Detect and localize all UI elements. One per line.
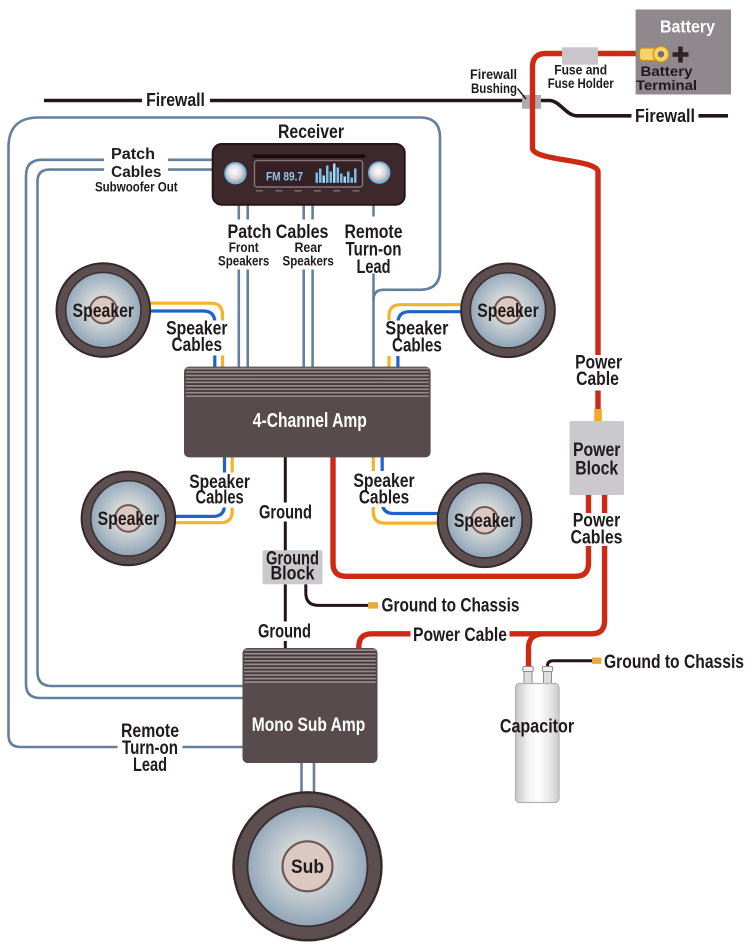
svg-text:Turn-on: Turn-on bbox=[122, 738, 178, 759]
svg-text:Speaker: Speaker bbox=[98, 509, 160, 530]
svg-text:Cables: Cables bbox=[172, 335, 223, 356]
svg-text:Firewall: Firewall bbox=[635, 106, 695, 126]
svg-text:Power: Power bbox=[573, 511, 621, 532]
svg-text:4-Channel Amp: 4-Channel Amp bbox=[253, 410, 367, 432]
svg-text:Ground to Chassis: Ground to Chassis bbox=[604, 652, 744, 673]
svg-text:Power: Power bbox=[575, 353, 622, 374]
svg-text:Cables: Cables bbox=[359, 488, 409, 509]
svg-text:Speaker: Speaker bbox=[477, 301, 539, 322]
svg-text:Cables: Cables bbox=[111, 164, 161, 181]
svg-text:Cable: Cable bbox=[576, 369, 619, 390]
svg-text:Fuse and: Fuse and bbox=[554, 61, 607, 77]
svg-text:Rear: Rear bbox=[294, 239, 322, 255]
svg-text:Turn-on: Turn-on bbox=[346, 240, 402, 261]
svg-text:Capacitor: Capacitor bbox=[500, 717, 575, 738]
svg-text:Front: Front bbox=[229, 239, 259, 255]
svg-text:Bushing: Bushing bbox=[471, 80, 517, 96]
svg-text:Power: Power bbox=[573, 440, 621, 461]
svg-text:Ground: Ground bbox=[258, 622, 311, 643]
svg-text:Speaker: Speaker bbox=[189, 472, 250, 493]
svg-text:Terminal: Terminal bbox=[636, 77, 697, 93]
svg-text:Speaker: Speaker bbox=[73, 301, 135, 322]
svg-text:Lead: Lead bbox=[357, 257, 391, 278]
svg-text:Speaker: Speaker bbox=[353, 471, 415, 492]
svg-text:Block: Block bbox=[575, 458, 618, 479]
svg-text:Battery: Battery bbox=[641, 63, 693, 79]
svg-text:Block: Block bbox=[271, 564, 315, 585]
svg-text:Speakers: Speakers bbox=[218, 252, 269, 268]
svg-text:Firewall: Firewall bbox=[146, 90, 205, 110]
svg-text:Cables: Cables bbox=[196, 488, 244, 509]
svg-text:Cables: Cables bbox=[571, 527, 623, 548]
svg-text:Patch: Patch bbox=[111, 146, 155, 163]
svg-text:Lead: Lead bbox=[133, 755, 167, 776]
svg-text:Cables: Cables bbox=[392, 336, 442, 357]
svg-text:Speakers: Speakers bbox=[283, 252, 334, 268]
svg-text:Sub: Sub bbox=[291, 857, 324, 878]
svg-text:Receiver: Receiver bbox=[278, 122, 344, 143]
svg-text:Remote: Remote bbox=[121, 721, 179, 742]
svg-text:Mono Sub Amp: Mono Sub Amp bbox=[252, 714, 366, 736]
svg-text:Subwoofer Out: Subwoofer Out bbox=[95, 179, 178, 194]
svg-text:Speaker: Speaker bbox=[385, 319, 449, 340]
svg-text:Power Cable: Power Cable bbox=[413, 625, 507, 646]
svg-text:Ground: Ground bbox=[259, 502, 312, 523]
svg-text:Speaker: Speaker bbox=[454, 511, 516, 532]
svg-text:Ground: Ground bbox=[266, 549, 319, 570]
svg-text:FM 89.7: FM 89.7 bbox=[266, 170, 303, 184]
svg-text:Remote: Remote bbox=[345, 222, 403, 243]
svg-text:Speaker: Speaker bbox=[166, 319, 228, 340]
svg-text:Fuse Holder: Fuse Holder bbox=[548, 75, 614, 91]
svg-text:Firewall: Firewall bbox=[470, 66, 517, 82]
svg-text:Ground to Chassis: Ground to Chassis bbox=[382, 595, 520, 616]
svg-text:Battery: Battery bbox=[660, 17, 715, 37]
svg-text:Patch Cables: Patch Cables bbox=[228, 222, 329, 243]
